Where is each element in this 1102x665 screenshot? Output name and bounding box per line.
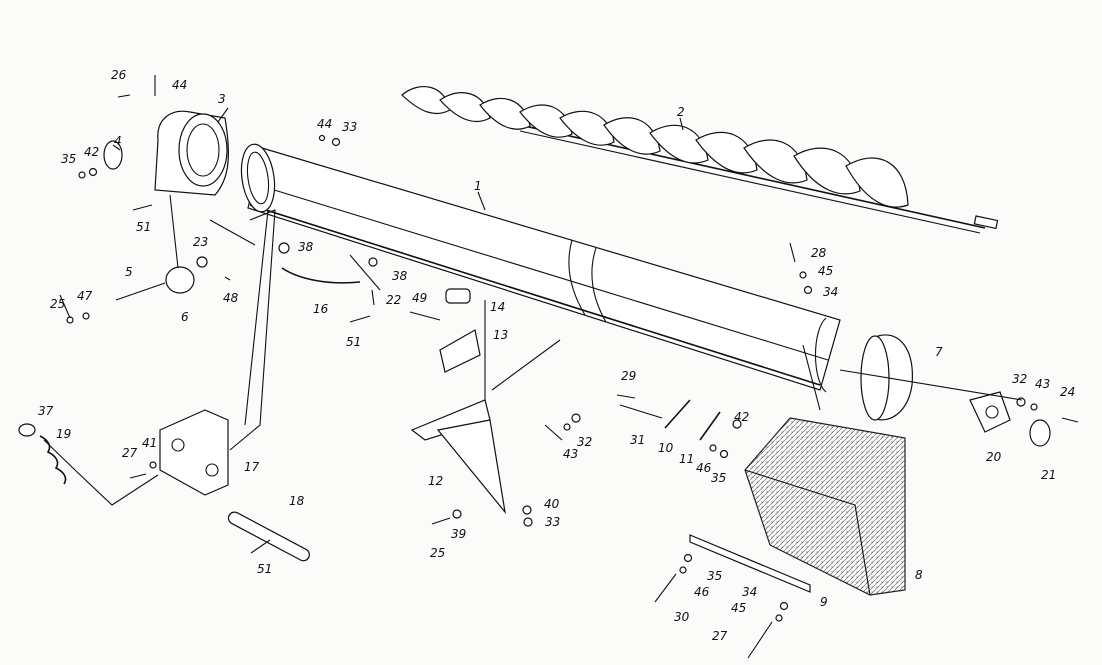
callout-28: 28 xyxy=(811,246,827,260)
auger-tube xyxy=(240,143,841,393)
callout-38a: 38 xyxy=(298,240,314,254)
callout-8: 8 xyxy=(915,568,923,582)
callout-40: 40 xyxy=(544,497,560,511)
callout-39: 39 xyxy=(451,527,466,541)
callout-14: 14 xyxy=(490,300,505,314)
callout-51b: 51 xyxy=(346,335,361,349)
callout-30: 30 xyxy=(674,610,690,624)
callout-51a: 51 xyxy=(136,220,151,234)
callout-46b: 46 xyxy=(694,585,710,599)
callout-2: 2 xyxy=(677,105,685,119)
callout-35a: 35 xyxy=(61,152,76,166)
callout-34b: 34 xyxy=(742,585,757,599)
callout-21: 21 xyxy=(1041,468,1056,482)
callout-24: 24 xyxy=(1060,385,1075,399)
tube-support xyxy=(410,288,506,515)
callout-46a: 46 xyxy=(696,461,712,475)
callout-16: 16 xyxy=(313,302,329,316)
callout-42a: 42 xyxy=(84,145,99,159)
callout-9: 9 xyxy=(820,595,828,609)
callout-12: 12 xyxy=(428,474,443,488)
callout-32b: 32 xyxy=(1012,372,1027,386)
callout-41: 41 xyxy=(142,436,157,450)
callout-49: 49 xyxy=(412,291,427,305)
callout-48: 48 xyxy=(223,291,239,305)
small-parts xyxy=(115,254,721,441)
callout-33b: 33 xyxy=(545,515,560,529)
callout-1: 1 xyxy=(474,179,482,193)
callout-7: 7 xyxy=(935,345,943,359)
inlet-housing xyxy=(103,110,229,196)
callout-4: 4 xyxy=(114,134,122,148)
callout-45a: 45 xyxy=(818,264,833,278)
callout-44b: 44 xyxy=(317,117,332,131)
callout-17: 17 xyxy=(244,460,260,474)
callout-37: 37 xyxy=(38,404,54,418)
bracket-assembly xyxy=(18,409,310,562)
callout-25a: 25 xyxy=(50,297,65,311)
callout-23: 23 xyxy=(193,235,208,249)
callout-11: 11 xyxy=(679,452,694,466)
callout-33a: 33 xyxy=(342,120,357,134)
callout-22: 22 xyxy=(386,293,401,307)
callout-42b: 42 xyxy=(734,410,749,424)
callout-29: 29 xyxy=(621,369,636,383)
fasteners xyxy=(66,75,1079,659)
callout-35b: 35 xyxy=(711,471,726,485)
callout-3: 3 xyxy=(218,92,226,106)
hopper xyxy=(689,417,906,596)
callout-5: 5 xyxy=(125,265,133,279)
callout-labels: 1 2 3 4 5 6 7 8 9 10 11 12 13 14 16 17 1… xyxy=(38,68,1075,643)
callout-38b: 38 xyxy=(392,269,408,283)
callout-43b: 43 xyxy=(1035,377,1050,391)
bearing-assembly xyxy=(969,391,1051,447)
callout-27a: 27 xyxy=(122,446,138,460)
callout-27b: 27 xyxy=(712,629,728,643)
callout-47: 47 xyxy=(77,289,93,303)
callout-26: 26 xyxy=(111,68,127,82)
callout-25b: 25 xyxy=(430,546,445,560)
callout-6: 6 xyxy=(181,310,189,324)
callout-32a: 32 xyxy=(577,435,592,449)
callout-19: 19 xyxy=(56,427,71,441)
callout-34a: 34 xyxy=(823,285,838,299)
callout-51c: 51 xyxy=(257,562,272,576)
callout-43a: 43 xyxy=(563,447,578,461)
callout-45b: 45 xyxy=(731,601,746,615)
leader-lines xyxy=(59,107,1023,506)
callout-10: 10 xyxy=(658,441,674,455)
callout-18: 18 xyxy=(289,494,305,508)
callout-31: 31 xyxy=(630,433,645,447)
callout-13: 13 xyxy=(493,328,508,342)
callout-20: 20 xyxy=(986,450,1002,464)
auger-screw xyxy=(401,86,999,234)
callout-44a: 44 xyxy=(172,78,187,92)
callout-35c: 35 xyxy=(707,569,722,583)
